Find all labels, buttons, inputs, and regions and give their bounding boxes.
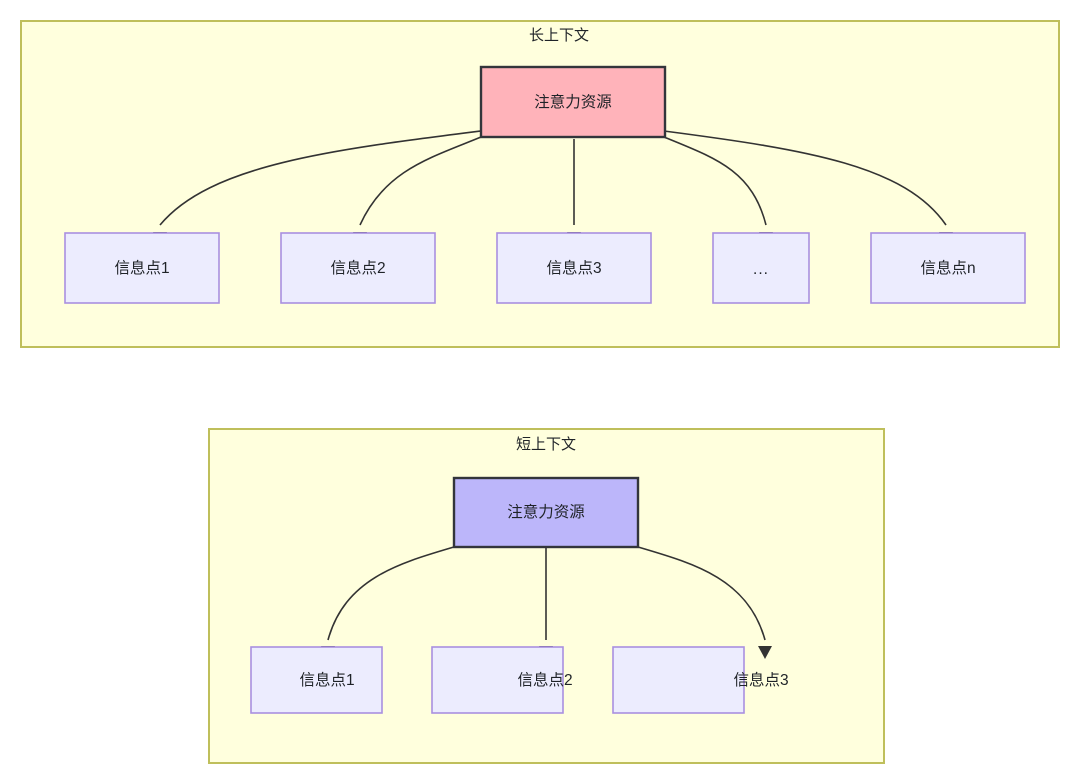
node-short-info-1-label: 信息点1 <box>299 671 354 689</box>
edge-attention-to-short-info-3 <box>637 546 766 641</box>
node-attention-resource-short[interactable]: 注意力资源 <box>452 476 640 549</box>
node-info-ellipsis-label: ... <box>753 261 769 278</box>
node-short-info-3-label: 信息点3 <box>733 671 788 689</box>
node-short-info-1-rect[interactable] <box>250 646 383 714</box>
panel-short-context: 短上下文 注意力资源 信息点1 信息点 <box>208 428 885 764</box>
node-info-n[interactable]: 信息点n <box>870 232 1026 304</box>
edge-attention-to-info-1 <box>159 130 482 226</box>
panel-long-context: 长上下文 注意力资源 信息 <box>20 20 1060 348</box>
panel-long-context-title: 长上下文 <box>529 27 589 44</box>
node-info-3[interactable]: 信息点3 <box>496 232 652 304</box>
node-info-n-label: 信息点n <box>920 259 975 277</box>
edge-attention-to-info-n <box>663 130 947 226</box>
node-info-2-label: 信息点2 <box>330 259 385 277</box>
node-short-info-2-label: 信息点2 <box>517 671 572 689</box>
edge-arrow-short-info-3 <box>758 646 772 659</box>
node-attention-resource-short-label: 注意力资源 <box>507 502 585 521</box>
node-info-ellipsis-rect[interactable] <box>712 232 810 304</box>
node-short-info-2-rect[interactable] <box>431 646 564 714</box>
node-info-ellipsis[interactable]: ... <box>712 232 810 304</box>
node-info-1-label: 信息点1 <box>114 259 169 277</box>
edge-attention-to-short-info-1 <box>327 546 455 641</box>
node-short-info-1[interactable]: 信息点1 <box>250 646 383 714</box>
edge-attention-to-info-ellipsis <box>663 136 767 226</box>
node-short-info-3[interactable]: 信息点3 <box>612 646 789 714</box>
node-info-1-rect[interactable] <box>64 232 220 304</box>
node-attention-resource-long-rect[interactable] <box>479 65 667 139</box>
node-info-3-rect[interactable] <box>496 232 652 304</box>
node-info-2[interactable]: 信息点2 <box>280 232 436 304</box>
node-attention-resource-long[interactable]: 注意力资源 <box>479 65 667 139</box>
node-attention-resource-long-label: 注意力资源 <box>534 92 612 111</box>
node-info-n-rect[interactable] <box>870 232 1026 304</box>
node-info-2-rect[interactable] <box>280 232 436 304</box>
node-info-3-label: 信息点3 <box>546 259 601 277</box>
panel-short-context-title: 短上下文 <box>516 436 576 453</box>
edge-attention-to-info-2 <box>359 136 482 226</box>
node-short-info-3-rect[interactable] <box>612 646 745 714</box>
node-info-1[interactable]: 信息点1 <box>64 232 220 304</box>
node-attention-resource-short-rect[interactable] <box>452 476 640 549</box>
node-short-info-2[interactable]: 信息点2 <box>431 646 573 714</box>
